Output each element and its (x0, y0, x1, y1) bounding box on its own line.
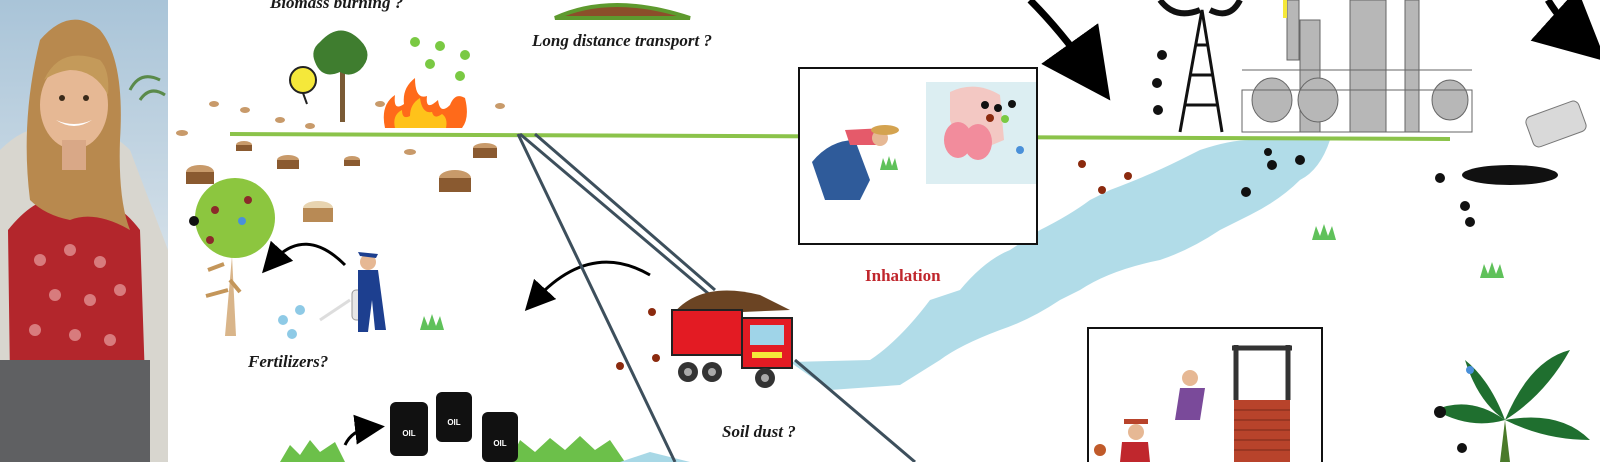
curved-arrow-industry (1027, 0, 1111, 101)
curved-arrow-soil (524, 260, 651, 312)
curved-arrow-fertilizer (262, 240, 347, 274)
curved-arrow-barrels (343, 414, 385, 446)
pine-tree (313, 30, 368, 122)
tree-stumps (176, 101, 505, 222)
water-pool (620, 452, 690, 462)
location-marker-icon (289, 66, 317, 105)
water-particles (1078, 148, 1305, 197)
inhalation-box (798, 67, 1038, 245)
dispersion-lines (516, 132, 916, 462)
barrel-label-2: OIL (447, 418, 460, 427)
oil-drops (1152, 50, 1475, 227)
label-long-distance-transport: Long distance transport ? (532, 31, 712, 50)
fertilizer-droplets (278, 305, 305, 339)
curved-arrow-spill (1530, 0, 1600, 62)
speaker-video (0, 0, 168, 462)
oil-barrels: OIL OIL OIL (390, 392, 518, 462)
dump-truck (671, 290, 793, 388)
soil-particles (616, 308, 660, 370)
banana-plant (1434, 350, 1590, 462)
oil-derrick (1157, 0, 1243, 133)
label-fertilizers: Fertilizers? (248, 352, 329, 371)
label-inhalation: Inhalation (865, 266, 941, 285)
farmer-spraying (319, 252, 386, 332)
water-stream (790, 140, 1330, 390)
green-particles (410, 37, 470, 81)
fire-icon (383, 78, 467, 128)
label-biomass-burning: Biomass burning ? (270, 0, 404, 12)
grass-band-right (510, 436, 625, 462)
refinery (1241, 0, 1473, 133)
mound-icon (554, 3, 691, 20)
well-box (1087, 327, 1323, 462)
oil-spill (1462, 100, 1587, 185)
fruit-tree (189, 178, 275, 336)
label-soil-dust: Soil dust ? (722, 422, 796, 441)
barrel-label-3: OIL (493, 439, 506, 448)
grass-band (280, 440, 345, 462)
person-head (1094, 444, 1106, 456)
barrel-label-1: OIL (402, 429, 415, 438)
